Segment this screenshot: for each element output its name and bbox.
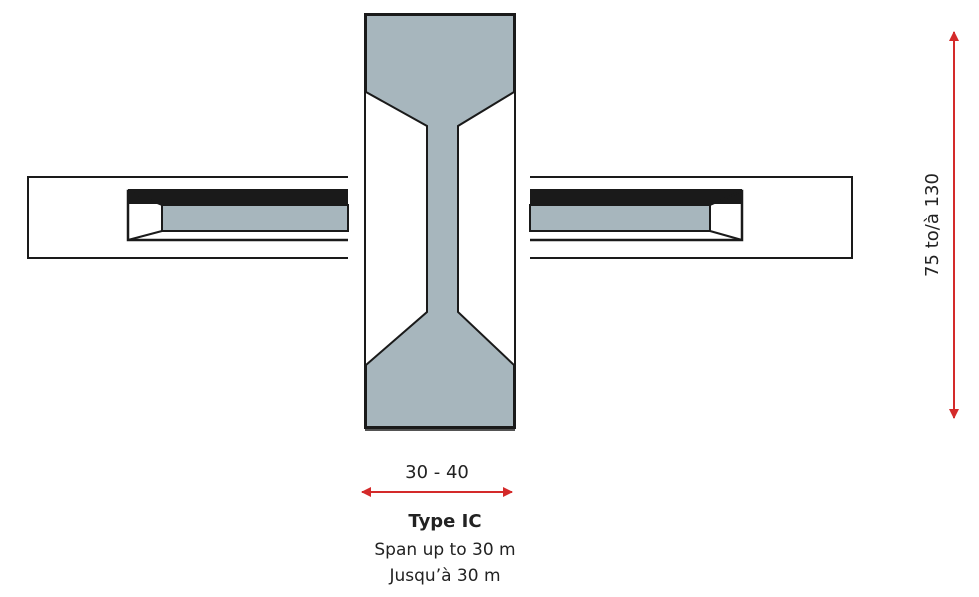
span-english: Span up to 30 m bbox=[374, 540, 516, 560]
right-deck-slab bbox=[529, 176, 853, 259]
height-dimension-label: 75 to/à 130 bbox=[922, 173, 943, 277]
width-dimension: 30 - 40 bbox=[361, 462, 513, 497]
type-title: Type IC bbox=[408, 511, 482, 532]
width-dimension-label: 30 - 40 bbox=[405, 462, 469, 483]
height-dimension: 75 to/à 130 bbox=[922, 31, 959, 419]
span-french: Jusqu’à 30 m bbox=[389, 566, 501, 586]
left-deck-slab bbox=[27, 176, 349, 259]
i-girder-section bbox=[364, 13, 516, 431]
